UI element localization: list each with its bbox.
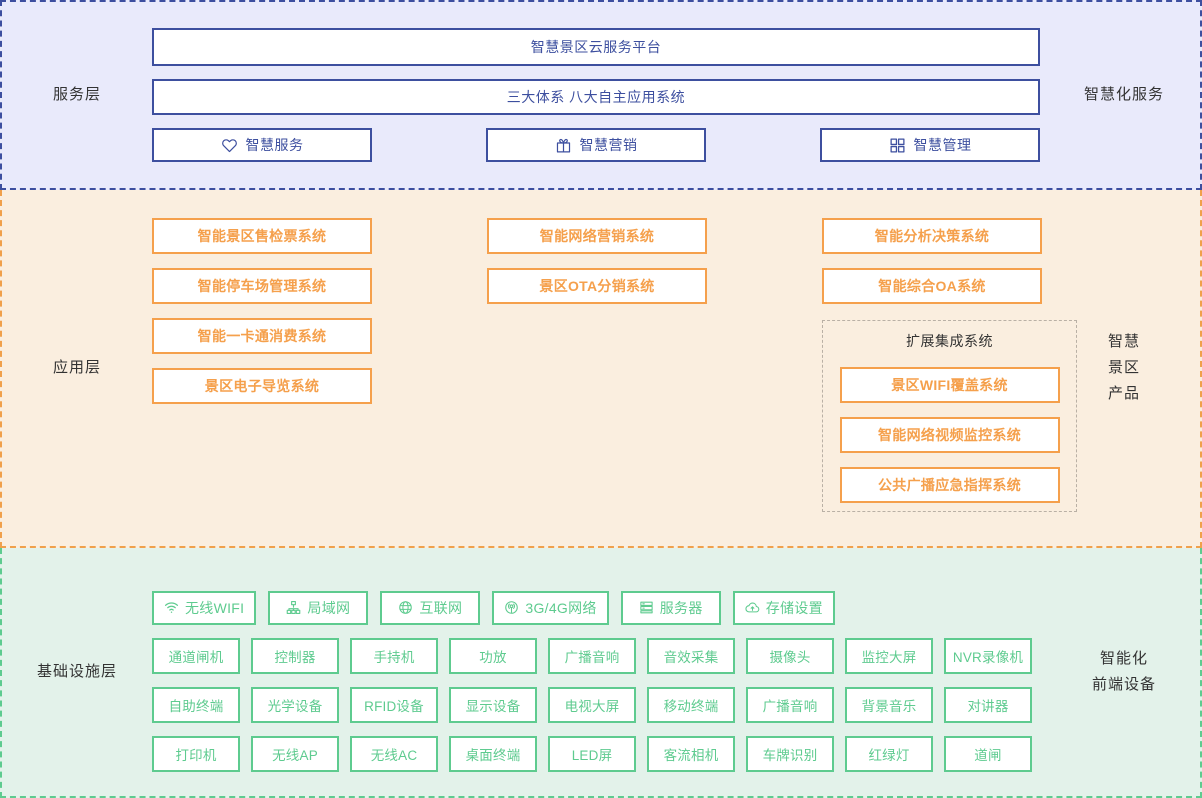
server-icon (639, 600, 654, 615)
device-row-1: 通道闸机 控制器 手持机 功放 广播音响 音效采集 摄像头 监控大屏 NVR录像… (152, 637, 1032, 674)
network-chip-label: 3G/4G网络 (525, 599, 597, 616)
heart-icon (221, 137, 238, 154)
infrastructure-layer-right-label-line: 前端设备 (1091, 676, 1156, 693)
device-chip[interactable]: NVR录像机 (944, 637, 1032, 674)
device-chip[interactable]: 光学设备 (251, 686, 339, 723)
device-chip[interactable]: 自助终端 (152, 686, 240, 723)
network-chip-mobile-network[interactable]: 3G/4G网络 (492, 590, 609, 625)
device-chip[interactable]: 无线AC (350, 735, 438, 772)
service-pill-smart-marketing[interactable]: 智慧营销 (486, 128, 706, 162)
application-layer-right-label: 智慧 景区 产品 (1048, 329, 1200, 407)
application-layer-content: 智能景区售检票系统 智能停车场管理系统 智能一卡通消费系统 景区电子导览系统 智… (152, 190, 1077, 546)
network-chip-internet[interactable]: 互联网 (380, 590, 481, 625)
infrastructure-layer-right-label: 智能化 前端设备 (1048, 646, 1200, 698)
network-chip-wifi[interactable]: 无线WIFI (152, 590, 257, 625)
infrastructure-layer: 基础设施层 无线WIFI (0, 548, 1202, 798)
network-chip-label: 存储设置 (765, 599, 823, 616)
application-layer-right-label-line: 智慧 (1107, 333, 1140, 350)
service-layer-right-label: 智慧化服务 (1083, 86, 1164, 103)
device-chip[interactable]: 打印机 (152, 735, 240, 772)
network-chip-label: 无线WIFI (185, 599, 245, 616)
device-row-2: 自助终端 光学设备 RFID设备 显示设备 电视大屏 移动终端 广播音响 背景音… (152, 686, 1032, 723)
extension-panel-title: 扩展集成系统 (906, 333, 993, 349)
application-layer: 应用层 智能景区售检票系统 智能停车场管理系统 智能一卡通消费系统 景区电子导览… (0, 190, 1202, 548)
device-chip[interactable]: 监控大屏 (845, 637, 933, 674)
device-chip[interactable]: 通道闸机 (152, 637, 240, 674)
device-chip[interactable]: 客流相机 (647, 735, 735, 772)
app-box[interactable]: 智能分析决策系统 (822, 218, 1042, 254)
device-chip[interactable]: 广播音响 (548, 637, 636, 674)
app-column-management: 智能分析决策系统 智能综合OA系统 (822, 218, 1042, 304)
network-chip-server[interactable]: 服务器 (620, 590, 721, 625)
network-chip-row: 无线WIFI 局域网 (152, 590, 835, 625)
device-chip[interactable]: 显示设备 (449, 686, 537, 723)
device-chip[interactable]: 红绿灯 (845, 735, 933, 772)
service-pill-label: 智慧管理 (913, 137, 972, 153)
network-chip-storage[interactable]: 存储设置 (732, 590, 835, 625)
network-chip-lan[interactable]: 局域网 (268, 590, 369, 625)
device-chip[interactable]: 摄像头 (746, 637, 834, 674)
app-box[interactable]: 景区WIFI覆盖系统 (839, 367, 1060, 403)
device-chip[interactable]: 移动终端 (647, 686, 735, 723)
device-row-3: 打印机 无线AP 无线AC 桌面终端 LED屏 客流相机 车牌识别 红绿灯 道闸 (152, 735, 1032, 772)
app-box[interactable]: 智能网络视频监控系统 (839, 417, 1060, 453)
device-chip[interactable]: 对讲器 (944, 686, 1032, 723)
device-chip[interactable]: RFID设备 (350, 686, 438, 723)
service-layer-content: 智慧景区云服务平台 三大体系 八大自主应用系统 智慧服务 (152, 28, 1048, 162)
systems-overview-box[interactable]: 三大体系 八大自主应用系统 (152, 79, 1040, 115)
service-pill-row: 智慧服务 智慧营销 (152, 128, 1040, 162)
network-chip-label: 服务器 (659, 599, 703, 616)
device-chip[interactable]: 车牌识别 (746, 735, 834, 772)
app-box[interactable]: 智能停车场管理系统 (152, 268, 372, 304)
network-chip-label: 局域网 (307, 599, 351, 616)
device-chip[interactable]: 广播音响 (746, 686, 834, 723)
device-chip[interactable]: LED屏 (548, 735, 636, 772)
device-chip[interactable]: 桌面终端 (449, 735, 537, 772)
device-chip[interactable]: 电视大屏 (548, 686, 636, 723)
device-chip[interactable]: 音效采集 (647, 637, 735, 674)
application-layer-left-label: 应用层 (52, 359, 101, 376)
app-column-ticketing: 智能景区售检票系统 智能停车场管理系统 智能一卡通消费系统 景区电子导览系统 (152, 218, 372, 404)
app-box[interactable]: 智能综合OA系统 (822, 268, 1042, 304)
app-box[interactable]: 景区OTA分销系统 (487, 268, 707, 304)
cloud-platform-box[interactable]: 智慧景区云服务平台 (152, 28, 1040, 66)
device-chip[interactable]: 无线AP (251, 735, 339, 772)
device-chip[interactable]: 道闸 (944, 735, 1032, 772)
sitemap-icon (286, 600, 301, 615)
service-pill-label: 智慧服务 (245, 137, 304, 153)
network-chip-label: 互联网 (419, 599, 463, 616)
wifi-icon (164, 600, 179, 615)
infrastructure-layer-left-label: 基础设施层 (36, 663, 117, 680)
cloud-upload-icon (745, 600, 760, 615)
app-box[interactable]: 公共广播应急指挥系统 (839, 467, 1060, 503)
app-box[interactable]: 智能网络营销系统 (487, 218, 707, 254)
device-chip[interactable]: 功放 (449, 637, 537, 674)
service-pill-smart-service[interactable]: 智慧服务 (152, 128, 372, 162)
apps-grid-icon (889, 137, 906, 154)
application-layer-right-label-line: 产品 (1107, 385, 1140, 402)
globe-icon (398, 600, 413, 615)
app-box[interactable]: 智能景区售检票系统 (152, 218, 372, 254)
infrastructure-layer-content: 无线WIFI 局域网 (152, 573, 1048, 772)
app-box[interactable]: 智能一卡通消费系统 (152, 318, 372, 354)
app-column-marketing: 智能网络营销系统 景区OTA分销系统 (487, 218, 707, 304)
service-pill-label: 智慧营销 (579, 137, 638, 153)
device-chip[interactable]: 控制器 (251, 637, 339, 674)
service-pill-smart-management[interactable]: 智慧管理 (820, 128, 1040, 162)
service-layer-left-label: 服务层 (52, 86, 101, 103)
signal-tower-icon (504, 600, 519, 615)
app-box[interactable]: 景区电子导览系统 (152, 368, 372, 404)
service-layer: 服务层 智慧景区云服务平台 三大体系 八大自主应用系统 智慧服务 (0, 0, 1202, 190)
infrastructure-layer-right-label-line: 智能化 (1099, 650, 1148, 667)
application-layer-right-label-line: 景区 (1107, 359, 1140, 376)
gift-icon (555, 137, 572, 154)
device-chip[interactable]: 背景音乐 (845, 686, 933, 723)
extension-integration-panel: 扩展集成系统 景区WIFI覆盖系统 智能网络视频监控系统 公共广播应急指挥系统 (822, 320, 1077, 512)
device-chip[interactable]: 手持机 (350, 637, 438, 674)
